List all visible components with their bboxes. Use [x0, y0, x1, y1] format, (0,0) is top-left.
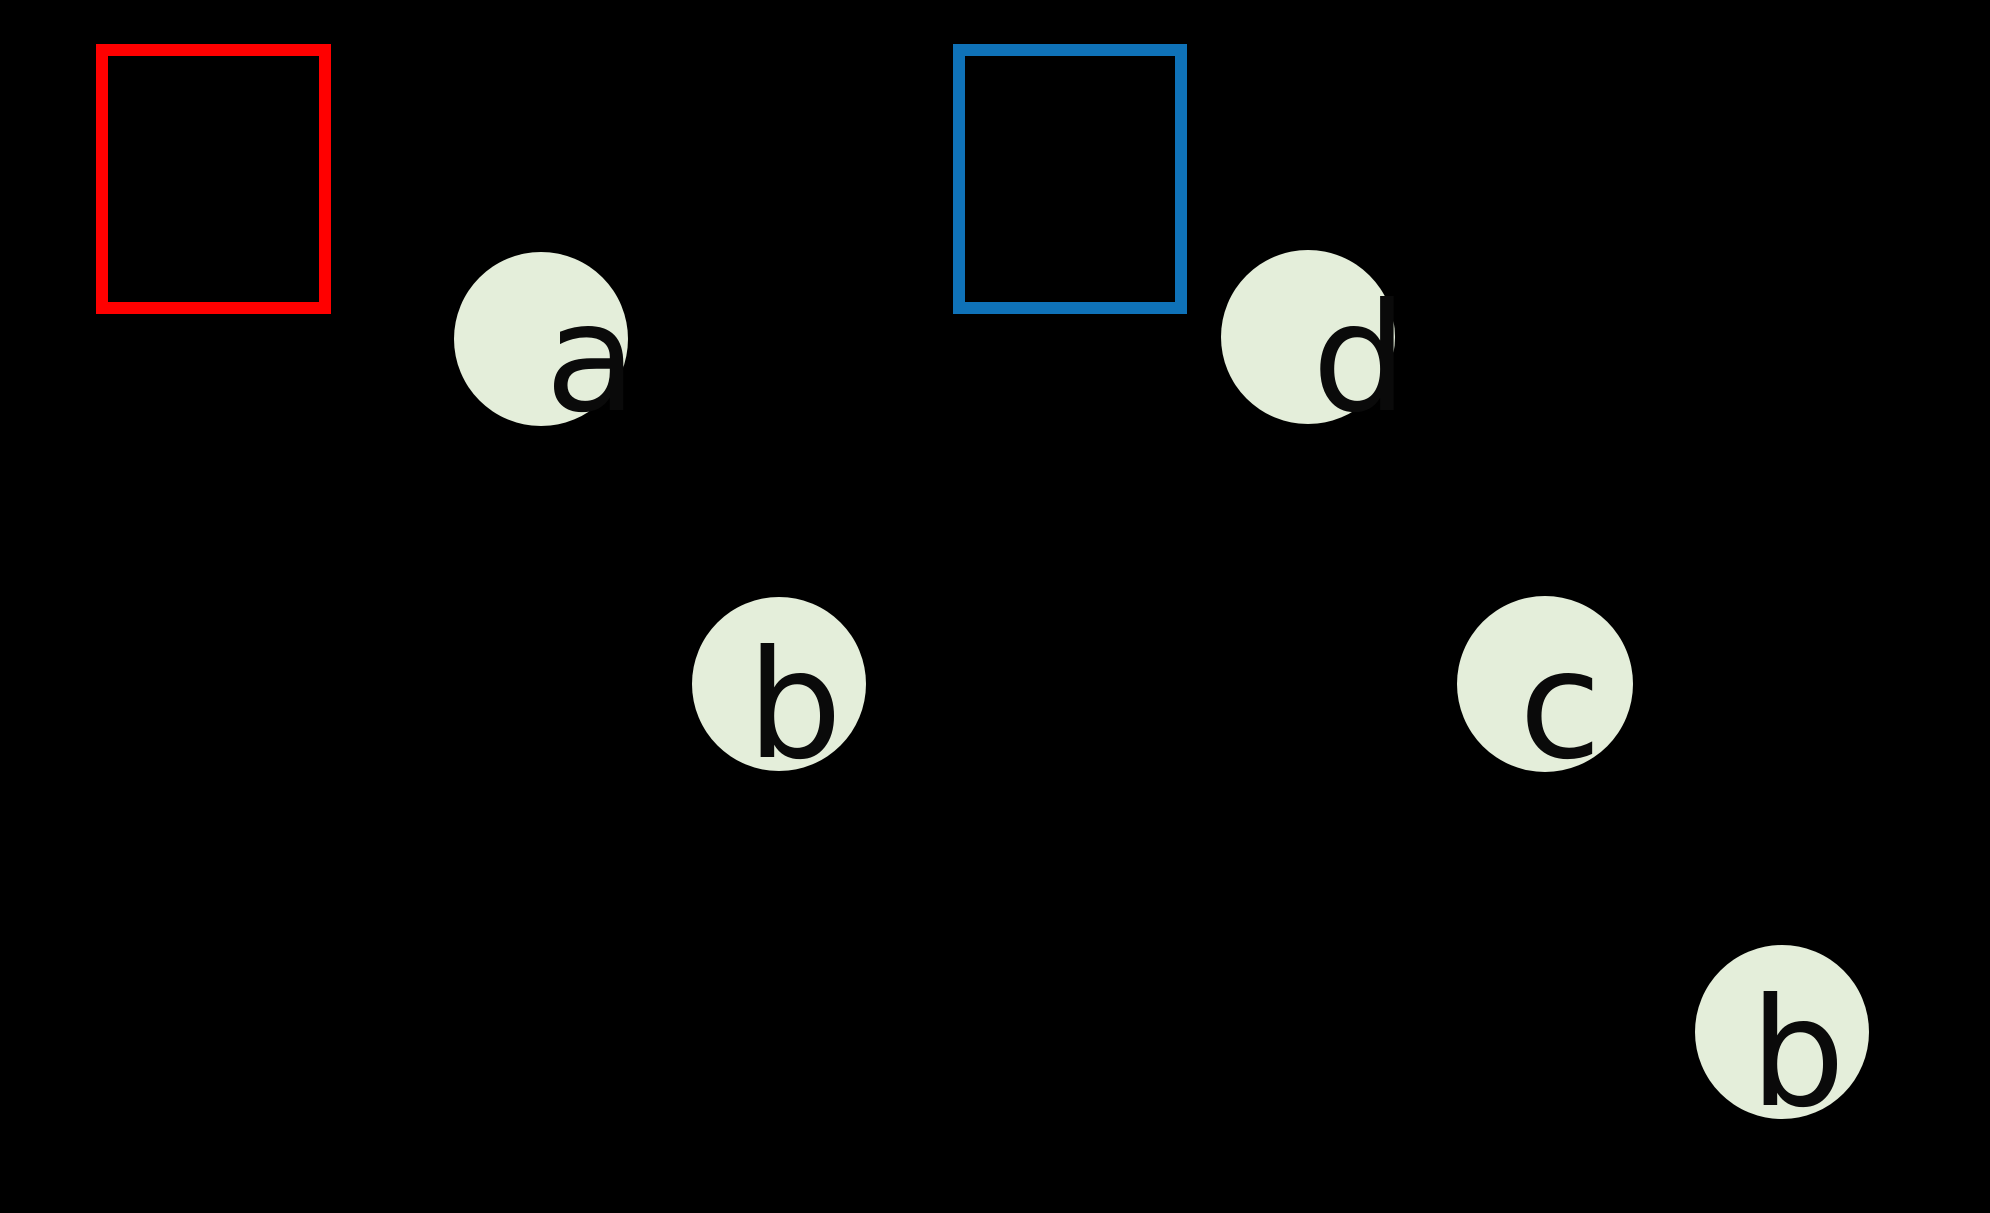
node-c[interactable] — [1457, 596, 1633, 772]
node-b-bottom[interactable] — [1695, 945, 1869, 1119]
node-c-label: c — [1519, 619, 1602, 793]
node-a-label: a — [545, 272, 637, 446]
node-a[interactable] — [454, 252, 628, 426]
red-box[interactable] — [96, 44, 331, 314]
node-b-bottom-label: b — [1750, 967, 1846, 1141]
node-b-mid-label: b — [747, 619, 843, 793]
blue-box[interactable] — [953, 44, 1187, 314]
node-d-label: d — [1312, 272, 1408, 446]
node-b-mid[interactable] — [692, 597, 866, 771]
node-d[interactable] — [1221, 250, 1395, 424]
